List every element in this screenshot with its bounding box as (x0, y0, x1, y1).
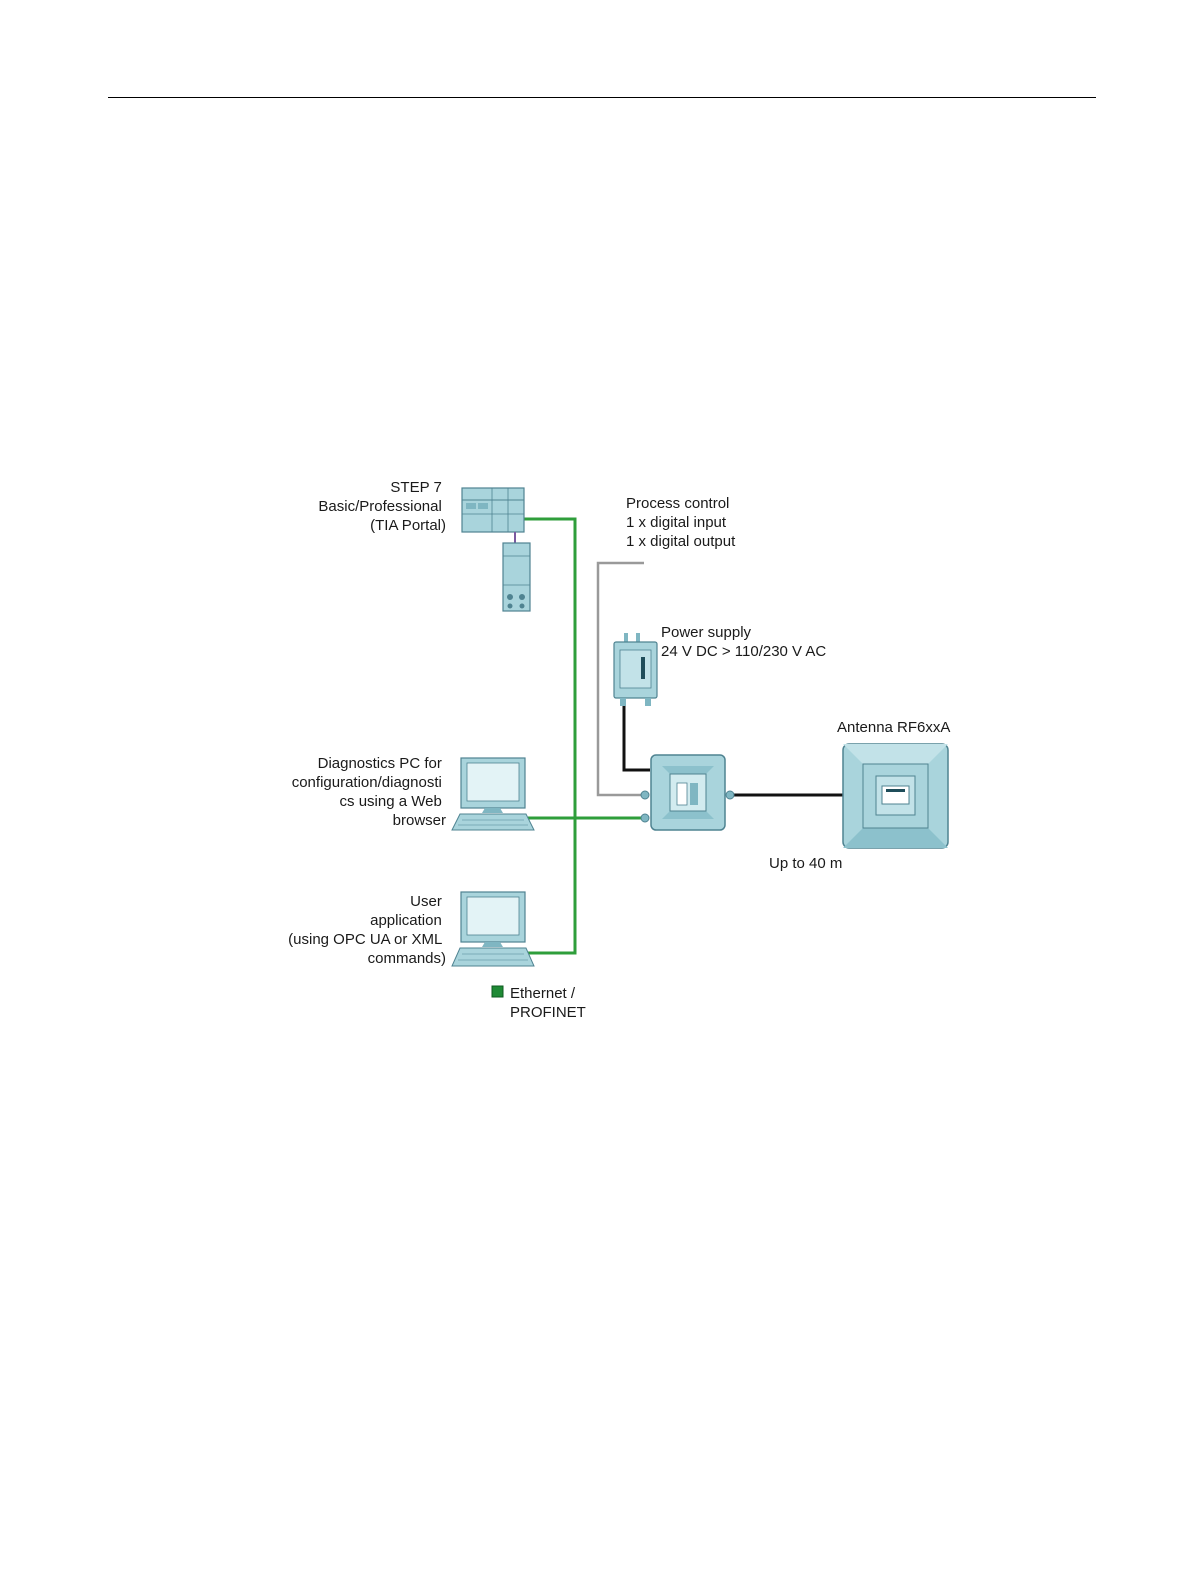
rfid-reader-icon (641, 755, 734, 830)
io-module-icon (503, 543, 530, 611)
legend-line-text: Ethernet / (510, 985, 576, 1002)
user-application-line-text: User (410, 893, 442, 910)
power-supply-icon (614, 633, 657, 706)
antenna-label: Antenna RF6xxA (837, 719, 950, 736)
step7-label-line: STEP 7 (390, 479, 441, 496)
diagnostics-pc-line-text: configuration/diagnosti (292, 774, 442, 791)
power-supply-line-text: 24 V DC > 110/230 V AC (661, 643, 826, 660)
legend: Ethernet / PROFINET (492, 985, 586, 1021)
step7-label: STEP 7 Basic/Professional (TIA Portal) (318, 479, 446, 534)
user-application-line-text: (using OPC UA or XML (288, 931, 442, 948)
diagnostics-pc-label: Diagnostics PC for configuration/diagnos… (292, 755, 446, 829)
plc-controller-icon (462, 488, 524, 545)
user-application-line-text: application (370, 912, 442, 929)
power-supply-label: Power supply 24 V DC > 110/230 V AC (661, 624, 826, 660)
antenna-icon (843, 744, 948, 848)
process-control-line-text: 1 x digital input (626, 514, 727, 531)
process-control-line-text: 1 x digital output (626, 533, 736, 550)
step7-label-line: (TIA Portal) (370, 517, 446, 534)
step7-label-line: Basic/Professional (318, 498, 441, 515)
distance-label: Up to 40 m (769, 855, 842, 872)
diagnostics-pc-line-text: Diagnostics PC for (318, 755, 442, 772)
diagnostics-pc-line-text: cs using a Web (340, 793, 442, 810)
process-control-label: Process control 1 x digital input 1 x di… (626, 495, 736, 550)
diagnostics-pc-line-text: browser (393, 812, 446, 829)
process-control-line-text: Process control (626, 495, 729, 512)
legend-line-text: PROFINET (510, 1004, 586, 1021)
user-application-label: User application (using OPC UA or XML co… (288, 893, 446, 967)
power-cable (624, 703, 650, 770)
legend-ethernet-swatch (492, 986, 503, 997)
diagnostics-pc-icon (452, 758, 534, 830)
ethernet-lines (518, 519, 646, 953)
user-application-pc-icon (452, 892, 534, 966)
user-application-line-text: commands) (368, 950, 446, 967)
power-supply-line-text: Power supply (661, 624, 752, 641)
legend-ethernet-label: Ethernet / PROFINET (510, 985, 586, 1021)
